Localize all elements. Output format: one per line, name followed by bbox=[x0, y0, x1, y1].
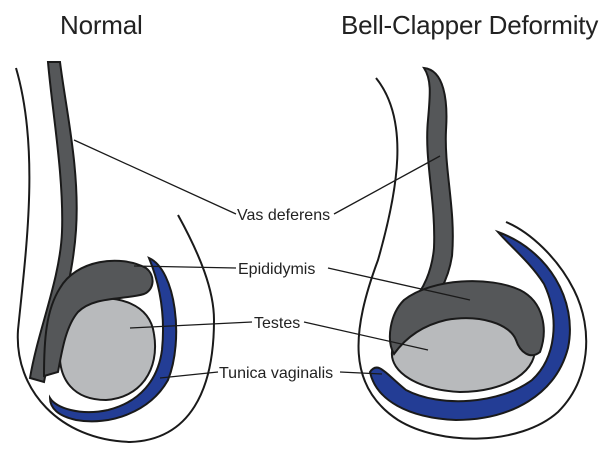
leader-vas-left bbox=[74, 140, 236, 214]
leader-vas-right bbox=[334, 156, 440, 214]
leader-epi-left bbox=[134, 266, 236, 268]
label-epididymis: Epididymis bbox=[238, 261, 315, 278]
label-tunica-vaginalis: Tunica vaginalis bbox=[219, 365, 333, 382]
bell-vas-deferens bbox=[410, 68, 453, 310]
normal-anatomy bbox=[16, 62, 214, 442]
title-normal: Normal bbox=[60, 10, 143, 40]
label-vas-deferens: Vas deferens bbox=[237, 207, 330, 224]
title-bell-clapper: Bell-Clapper Deformity bbox=[341, 10, 598, 40]
bell-clapper-anatomy bbox=[359, 68, 587, 439]
label-testes: Testes bbox=[254, 315, 300, 332]
